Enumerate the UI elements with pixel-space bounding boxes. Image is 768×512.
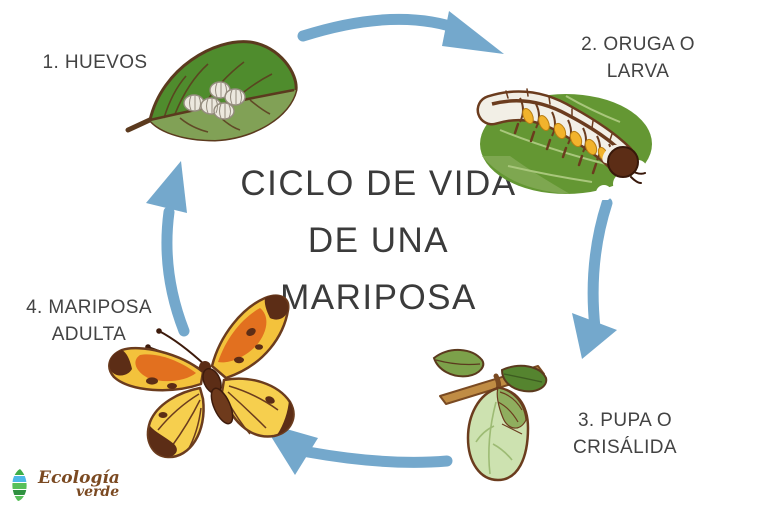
- title-line-2: DE UNA: [307, 221, 450, 260]
- stage-3-label-line-1: 3. PUPA O: [577, 410, 673, 431]
- stage-4-label: 4. MARIPOSA ADULTA: [13, 294, 165, 348]
- stage-4-label-line-1: 4. MARIPOSA: [26, 297, 152, 318]
- ecologia-verde-leaf-logo-icon: [12, 469, 27, 501]
- logo-text-primary: Ecología: [38, 468, 120, 488]
- title-line-1: CICLO DE VIDA: [240, 164, 517, 203]
- stage-2-label-line-1: 2. ORUGA O: [581, 34, 695, 55]
- arrowhead-icon: [572, 313, 617, 359]
- ecologia-verde-logo: Ecología verde: [10, 466, 150, 508]
- stage-1-label-line-1: 1. HUEVOS: [42, 52, 148, 73]
- cycle-arrow-3-to-4: [302, 446, 453, 468]
- caterpillar-on-leaf-illustration: [476, 88, 652, 200]
- title-line-3: MARIPOSA: [280, 278, 477, 317]
- cycle-arrow-1-to-2: [297, 13, 468, 42]
- eggs-on-leaf-illustration: [125, 40, 298, 142]
- butterfly-eggs: [183, 81, 246, 120]
- stage-3-label-line-2: CRISÁLIDA: [573, 437, 677, 458]
- stage-1-label: 1. HUEVOS: [20, 49, 170, 76]
- chrysalis-on-branch-illustration: [432, 349, 548, 482]
- arrowhead-icon: [442, 11, 504, 54]
- stage-2-label: 2. ORUGA O LARVA: [568, 31, 708, 85]
- diagram-title: CICLO DE VIDA DE UNA MARIPOSA: [186, 155, 571, 326]
- adult-butterfly-illustration: [108, 294, 295, 459]
- stage-3-label: 3. PUPA O CRISÁLIDA: [552, 407, 698, 461]
- cycle-arrow-2-to-3: [587, 197, 613, 334]
- logo-text-secondary: verde: [76, 484, 120, 500]
- cycle-arrow-4-to-1: [161, 206, 190, 337]
- stage-4-label-line-2: ADULTA: [51, 324, 127, 345]
- arrowhead-icon: [146, 161, 187, 213]
- stage-2-label-line-2: LARVA: [606, 61, 670, 82]
